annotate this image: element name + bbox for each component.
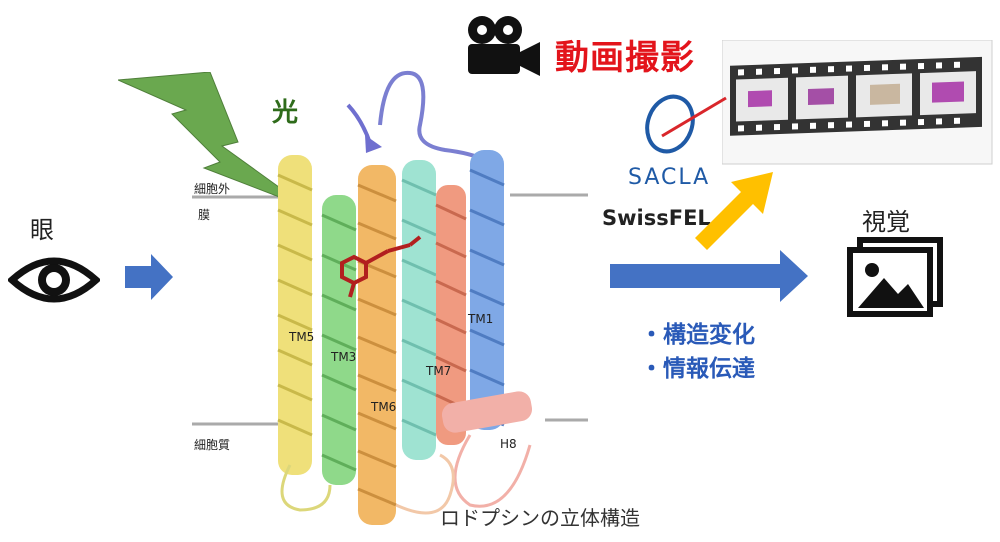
extracellular-label: 細胞外 [194, 182, 231, 196]
film-strip-panel [722, 40, 993, 165]
eye-to-protein-arrow [125, 254, 173, 300]
tm5-label: TM5 [289, 330, 315, 344]
helix-tm1 [469, 150, 505, 430]
sacla-label: SACLA [628, 165, 711, 190]
light-label: 光 [272, 98, 299, 128]
vision-label: 視覚 [862, 208, 910, 236]
membrane-label: 膜 [198, 208, 211, 222]
cytoplasm-label: 細胞質 [194, 438, 231, 452]
movie-camera-icon [468, 16, 540, 76]
to-film-arrow [695, 172, 773, 250]
swissfel-label: SwissFEL [602, 206, 711, 230]
process-bullets: ・構造変化 ・情報伝達 [640, 318, 755, 386]
helix-tm7 [435, 185, 467, 445]
protein-to-vision-arrow [610, 250, 808, 302]
bullet-information-transfer: ・情報伝達 [640, 356, 755, 382]
film-frames [736, 71, 976, 122]
helix-tm6 [357, 165, 397, 525]
rhodopsin-structure [277, 70, 533, 525]
light-lightning-icon [118, 72, 309, 209]
tm3-label: TM3 [331, 350, 357, 364]
bullet-structural-change: ・構造変化 [640, 322, 755, 348]
image-gallery-icon [847, 237, 943, 317]
helix-tm2 [401, 160, 437, 460]
helix-tm3 [321, 195, 357, 485]
structure-caption: ロドプシンの立体構造 [440, 506, 640, 530]
h8-label: H8 [500, 437, 517, 451]
helix-tm5 [277, 155, 313, 475]
movie-recording-label: 動画撮影 [555, 38, 695, 78]
tm1-label: TM1 [468, 312, 494, 326]
eye-label: 眼 [30, 216, 54, 244]
helix-h8 [395, 391, 533, 515]
retinal-chromophore [340, 235, 422, 298]
tm6-label: TM6 [371, 400, 397, 414]
tm7-label: TM7 [426, 364, 452, 378]
sacla-logo-icon [645, 94, 727, 154]
eye-icon [8, 257, 100, 303]
